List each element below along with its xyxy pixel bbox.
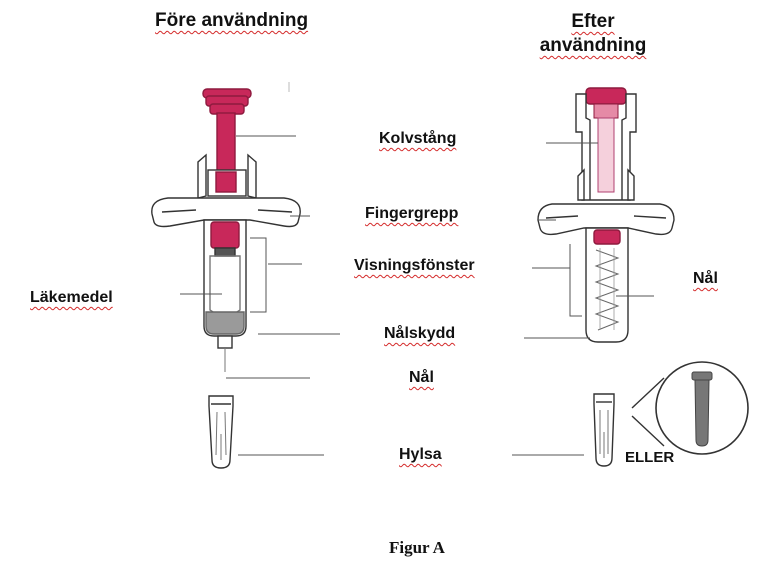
spring-right [594,249,620,331]
label-cap: Hylsa [399,446,442,463]
needle-shield-right [585,227,629,343]
housing-upper-left [197,153,207,199]
medicine-fill-left [205,311,245,335]
label-or: ELLER [625,449,675,466]
plunger-head-right [585,87,627,105]
syringe-before-use [151,82,301,372]
alternative-cap-callout [631,361,749,455]
label-needle-shield: Nålskydd [384,325,456,342]
title-after-line1: Efter [571,11,615,32]
stopper-right [593,229,621,245]
label-finger-grip: Fingergrepp [365,205,459,222]
label-needle-right: Nål [693,270,718,287]
label-needle-left: Nål [409,369,434,386]
title-after-line2: användning [539,35,647,56]
stopper-left [210,221,240,249]
finger-grip-right [537,203,675,236]
leader-lines [180,135,654,456]
label-viewing-window: Visningsfönster [354,257,475,274]
cap-left [208,395,234,469]
figure-caption: Figur A [389,538,445,557]
syringe-after-use [537,87,675,343]
finger-grip-left [151,197,301,228]
title-before-use: Före användning [155,10,309,31]
plunger-head-left [202,88,252,115]
cap-right [593,393,615,467]
label-plunger-rod: Kolvstång [379,130,457,147]
title-after-use: Efter användning [520,10,666,58]
label-medicine: Läkemedel [30,289,113,306]
